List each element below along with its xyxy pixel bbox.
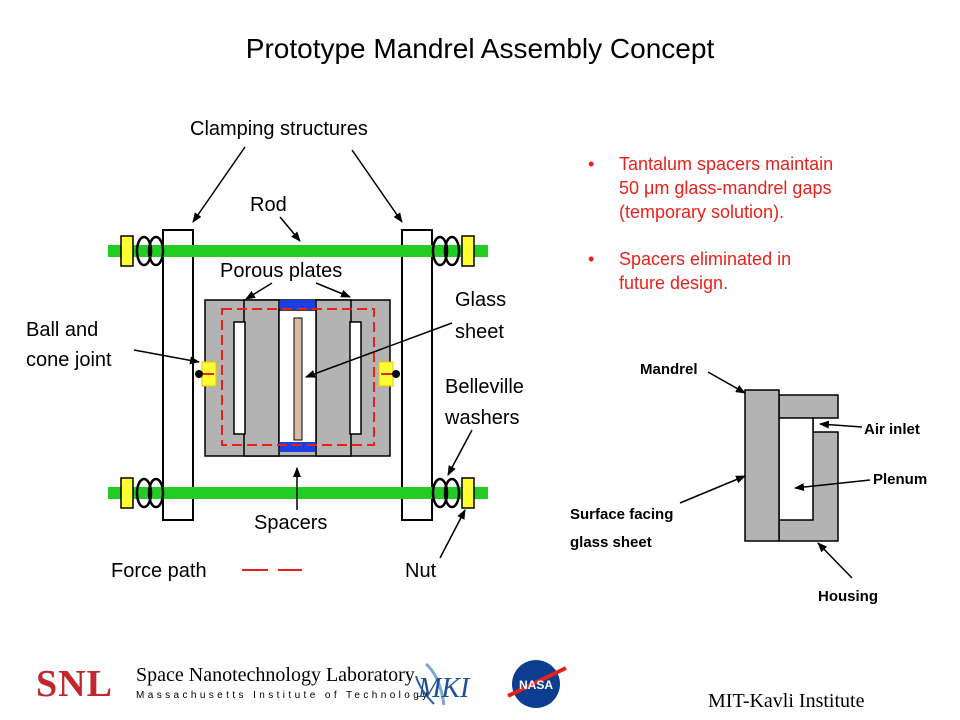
- bullet-line: Spacers eliminated in: [619, 249, 792, 269]
- label-nut: Nut: [405, 560, 437, 582]
- label-plenum: Plenum: [873, 471, 927, 488]
- force-path: [221, 308, 375, 446]
- belleville-washers: [135, 235, 461, 509]
- nuts: [120, 235, 475, 509]
- label-ball-cone-2: cone joint: [26, 349, 112, 371]
- porous-plate-left: [243, 299, 280, 457]
- ball-cone-joints: [195, 361, 400, 387]
- cavity-right: [349, 321, 362, 435]
- label-surface-1: Surface facing: [570, 506, 673, 523]
- label-belleville-1: Belleville: [445, 376, 524, 398]
- snl-name: Space Nanotechnology Laboratory: [136, 664, 415, 686]
- page-title: Prototype Mandrel Assembly Concept: [245, 33, 715, 64]
- clamping-structure-left: [162, 229, 194, 521]
- label-ball-cone-1: Ball and: [26, 319, 98, 341]
- bullet-dot: •: [588, 249, 595, 269]
- label-housing: Housing: [818, 588, 878, 605]
- porous-plate-right: [315, 299, 352, 457]
- institute-name: MIT-Kavli Institute: [708, 690, 865, 712]
- label-mandrel: Mandrel: [640, 361, 698, 378]
- bullet-item-1: • Tantalum spacers maintain 50 μm glass-…: [588, 152, 918, 224]
- spacer-top: [280, 300, 315, 310]
- bullet-line: future design.: [619, 273, 729, 293]
- bullet-line: (temporary solution).: [619, 202, 785, 222]
- bullet-item-2: • Spacers eliminated in future design.: [588, 247, 918, 295]
- label-surface-2: glass sheet: [570, 534, 652, 551]
- label-rod: Rod: [250, 194, 287, 216]
- label-force-path: Force path: [111, 560, 207, 582]
- label-clamping-structures: Clamping structures: [190, 118, 368, 140]
- cavity-left: [233, 321, 246, 435]
- bullet-line: 50 μm glass-mandrel gaps: [619, 178, 832, 198]
- cross-section-plenum: [778, 417, 814, 521]
- label-spacers: Spacers: [254, 512, 327, 534]
- svg-text:MKI: MKI: [417, 673, 471, 704]
- snl-logo: SNL: [36, 663, 113, 705]
- label-belleville-2: washers: [444, 407, 519, 429]
- bullet-line: Tantalum spacers maintain: [619, 154, 834, 174]
- label-air-inlet: Air inlet: [864, 421, 920, 438]
- rod-top: [108, 245, 488, 257]
- nasa-logo: NASA: [507, 660, 567, 708]
- spacer-bottom: [280, 442, 315, 452]
- clamping-structure-right: [401, 229, 433, 521]
- bullet-list: • Tantalum spacers maintain 50 μm glass-…: [588, 152, 918, 318]
- label-glass-sheet-2: sheet: [455, 321, 504, 343]
- label-glass-sheet-1: Glass: [455, 289, 506, 311]
- snl-subtitle: Massachusetts Institute of Technology: [136, 690, 431, 701]
- mki-logo: MKI: [415, 662, 471, 706]
- cross-section-mandrel: [744, 389, 780, 542]
- snl-logo-block: SNL Space Nanotechnology Laboratory Mass…: [36, 662, 427, 706]
- rod-bottom: [108, 487, 488, 499]
- glass-sheet: [293, 317, 303, 441]
- bullet-dot: •: [588, 154, 595, 174]
- leader-arrows: [133, 146, 473, 559]
- svg-text:NASA: NASA: [519, 678, 553, 692]
- mandrel-assembly: Clamping structures Rod Porous plates Gl…: [26, 118, 524, 582]
- mandrel-cross-section: Mandrel Air inlet Plenum Surface facing …: [570, 361, 927, 605]
- label-porous-plates: Porous plates: [220, 260, 342, 282]
